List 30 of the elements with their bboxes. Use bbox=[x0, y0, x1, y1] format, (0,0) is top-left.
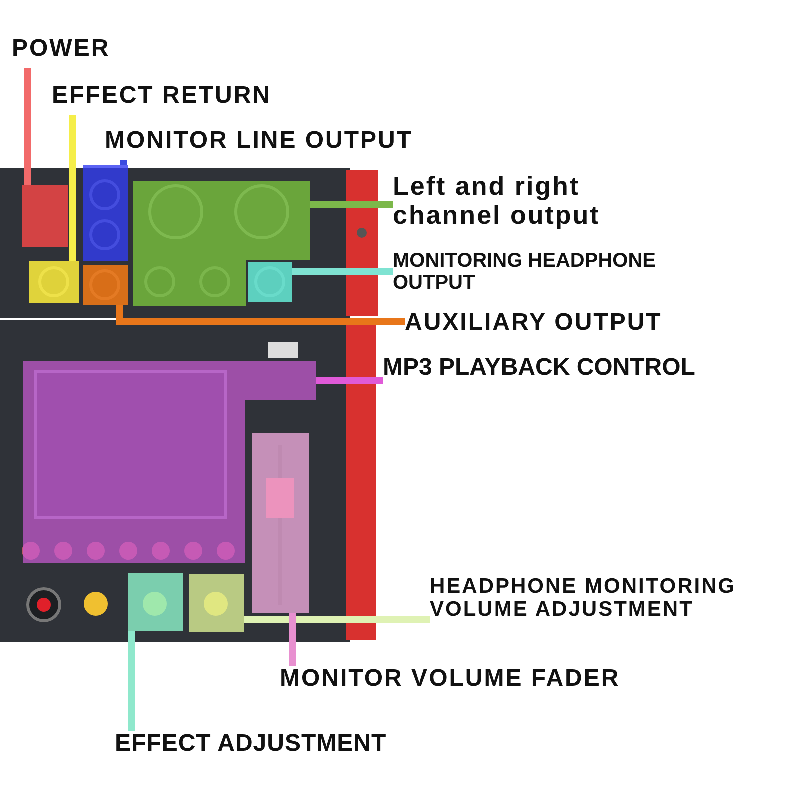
callout-label: EFFECT RETURN bbox=[52, 83, 322, 110]
leader-line bbox=[310, 202, 393, 208]
highlight-region bbox=[83, 165, 128, 261]
callout-label: EFFECT ADJUSTMENT bbox=[115, 731, 425, 758]
callout-label: HEADPHONE MONITORING VOLUME ADJUSTMENT bbox=[430, 575, 798, 622]
highlight-region bbox=[252, 433, 309, 613]
highlight-region bbox=[248, 262, 292, 302]
highlight-region bbox=[128, 573, 183, 631]
highlight-region bbox=[133, 181, 310, 306]
leader-line bbox=[316, 378, 383, 384]
leader-line bbox=[116, 305, 405, 326]
callout-label: MONITOR LINE OUTPUT bbox=[105, 128, 485, 154]
leader-line bbox=[290, 613, 296, 666]
highlight-region bbox=[29, 261, 79, 303]
callout-label: MP3 PLAYBACK CONTROL bbox=[383, 355, 743, 382]
callout-label: POWER bbox=[12, 36, 132, 62]
leader-line bbox=[292, 268, 393, 276]
callout-label: MONITOR VOLUME FADER bbox=[280, 666, 680, 692]
leader-line bbox=[70, 115, 76, 261]
highlight-region bbox=[189, 574, 244, 632]
leader-line bbox=[24, 68, 32, 185]
callout-label: MONITORING HEADPHONE OUTPUT bbox=[393, 250, 713, 294]
highlight-region bbox=[83, 265, 128, 305]
highlight-region bbox=[22, 185, 68, 247]
leader-line bbox=[244, 616, 430, 624]
leader-line bbox=[128, 631, 136, 731]
callout-label: AUXILIARY OUTPUT bbox=[405, 310, 715, 336]
callout-label: Left and right channel output bbox=[393, 172, 663, 230]
highlight-region bbox=[23, 361, 316, 563]
leader-line bbox=[120, 160, 128, 165]
